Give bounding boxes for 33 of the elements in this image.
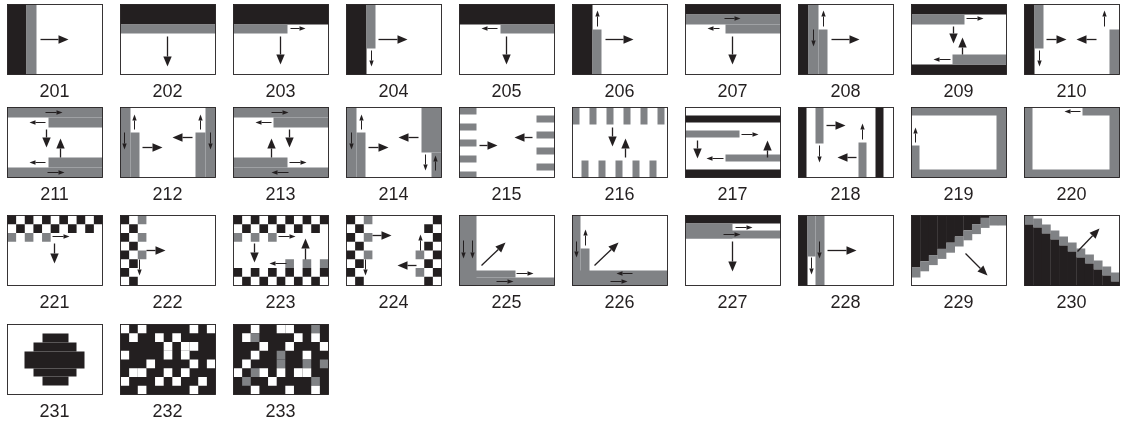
pattern-number: 228: [829, 292, 862, 312]
pattern-number: 225: [490, 292, 523, 312]
pattern-number: 232: [151, 401, 184, 421]
pattern-number: 222: [151, 292, 184, 312]
pattern-number: 206: [603, 81, 636, 101]
pattern-number: 213: [264, 184, 297, 204]
pattern-number: 205: [490, 81, 523, 101]
pattern-number: 218: [829, 184, 862, 204]
pattern-number: 223: [264, 292, 297, 312]
pattern-number: 219: [942, 184, 975, 204]
pattern-number: 215: [490, 184, 523, 204]
pattern-number: 216: [603, 184, 636, 204]
pattern-number: 204: [377, 81, 410, 101]
pattern-number: 221: [38, 292, 71, 312]
pattern-number: 226: [603, 292, 636, 312]
pattern-number: 224: [377, 292, 410, 312]
pattern-number: 207: [716, 81, 749, 101]
pattern-number: 229: [942, 292, 975, 312]
pattern-number: 210: [1055, 81, 1088, 101]
pattern-number: 208: [829, 81, 862, 101]
pattern-number: 233: [264, 401, 297, 421]
pattern-number: 214: [377, 184, 410, 204]
pattern-number: 212: [151, 184, 184, 204]
pattern-number: 230: [1055, 292, 1088, 312]
pattern-number: 202: [151, 81, 184, 101]
pattern-number: 227: [716, 292, 749, 312]
pattern-number: 209: [942, 81, 975, 101]
pattern-number: 203: [264, 81, 297, 101]
pattern-number: 201: [38, 81, 71, 101]
pattern-number: 220: [1055, 184, 1088, 204]
pattern-number: 217: [716, 184, 749, 204]
pattern-number: 211: [39, 184, 70, 204]
pattern-number: 231: [38, 401, 71, 421]
